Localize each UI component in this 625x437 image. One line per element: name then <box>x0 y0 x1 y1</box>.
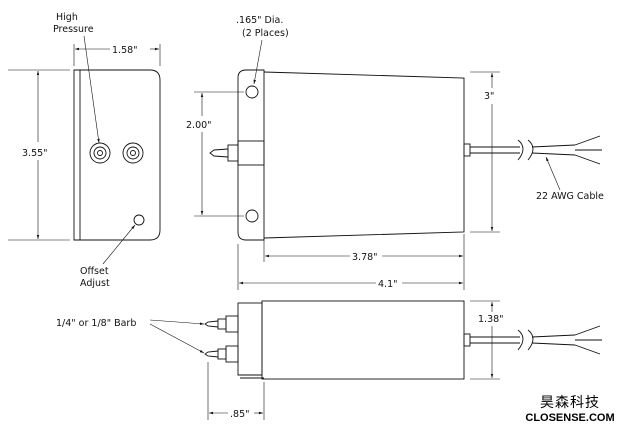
high-pressure-label-line2: Pressure <box>53 24 94 35</box>
wire-1 <box>574 135 601 146</box>
high-pressure-port-outer <box>89 142 111 164</box>
cable-gland <box>463 143 471 157</box>
high-pressure-leader <box>83 35 100 144</box>
end-plate-outline <box>237 69 265 241</box>
offset-adjust-screw <box>133 214 145 226</box>
low-pressure-port-outer <box>122 142 144 164</box>
lower-fitting-block <box>225 345 239 363</box>
upper-fitting-nut <box>217 318 227 330</box>
length-41-label: 4.1" <box>378 279 397 290</box>
hole-dia-label-line2: (2 Places) <box>242 28 289 39</box>
height-dim-label: 3.55" <box>22 148 48 159</box>
barb-label: 1/4" or 1/8" Barb <box>56 318 136 329</box>
bottom-wire-1 <box>574 325 601 336</box>
mounting-hole-top <box>245 85 259 99</box>
hole-spacing-label: 2.00" <box>186 120 212 131</box>
cable-break-2 <box>527 139 534 161</box>
offset-adjust-label-line1: Offset <box>80 266 109 277</box>
brand-chinese: 昊森科技 <box>540 395 600 411</box>
cable-type-leader <box>545 156 561 191</box>
barb-leader-lower <box>149 323 205 354</box>
height-138-label: 1.38" <box>478 314 504 325</box>
offset-adjust-label-line2: Adjust <box>80 278 110 289</box>
offset-adjust-leader <box>102 224 136 265</box>
lower-fitting-nut <box>217 348 227 360</box>
top-view: .165" Dia. (2 Places) 2.00" 3" 22 AWG Ca… <box>186 15 604 290</box>
lower-barb <box>204 350 219 358</box>
bottom-wire-3 <box>574 344 601 355</box>
cable-break-1 <box>517 139 524 161</box>
width-dim-label: 1.58" <box>112 45 138 56</box>
low-pressure-port-mid <box>126 146 140 160</box>
length-378-label: 3.78" <box>352 252 378 263</box>
fitting-block <box>237 140 265 166</box>
high-pressure-label-line1: High <box>56 12 78 23</box>
fitting-nut <box>227 144 239 162</box>
bottom-cable-bottom-2 <box>531 342 576 346</box>
sensor-body-outline <box>263 71 465 239</box>
hole-dia-leader <box>253 39 263 85</box>
upper-fitting-block <box>225 315 239 333</box>
bottom-sensor-body <box>261 300 465 380</box>
cable-dim-label: 3" <box>484 91 494 102</box>
high-pressure-port-mid <box>93 146 107 160</box>
mounting-hole-bottom <box>245 209 259 223</box>
bottom-cable-break-2 <box>527 329 534 351</box>
brand-english: CLOSENSE.COM <box>525 412 615 424</box>
hole-dia-label-line1: .165" Dia. <box>236 15 283 26</box>
cable-type-label: 22 AWG Cable <box>536 191 604 202</box>
side-view: High Pressure Offset Adjust 1.58" 3.55" <box>8 12 161 289</box>
offset-85-label: .85" <box>230 409 249 420</box>
brand-logo: 昊森科技 CLOSENSE.COM <box>520 392 620 424</box>
bottom-end-plate <box>237 302 263 376</box>
upper-barb <box>204 320 219 328</box>
wire-3 <box>574 154 601 165</box>
high-pressure-port-inner <box>97 150 103 156</box>
cable-top-2 <box>531 144 576 148</box>
side-plate-outline <box>73 69 161 241</box>
bottom-cable-break-1 <box>517 329 524 351</box>
bottom-cable-gland <box>463 333 471 347</box>
bottom-view: 1/4" or 1/8" Barb 1.38" .85" <box>56 300 602 420</box>
low-pressure-port-inner <box>130 150 136 156</box>
cable-bottom-2 <box>531 152 576 156</box>
barb-leader-upper <box>149 319 205 325</box>
hose-barb <box>209 148 229 158</box>
bottom-cable-top-2 <box>531 334 576 338</box>
